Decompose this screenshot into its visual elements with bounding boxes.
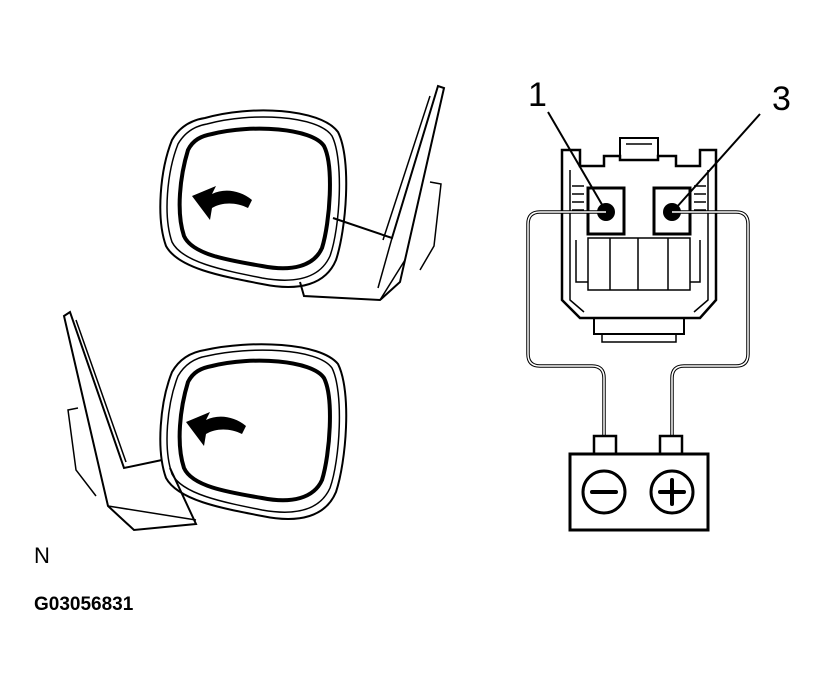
side-label: N [34, 543, 50, 568]
upper-mirror-glass [177, 126, 332, 271]
battery-terminal-positive [658, 434, 684, 456]
lower-mirror-housing [159, 343, 348, 520]
lower-mirror-arm [62, 310, 198, 532]
battery [568, 434, 710, 532]
battery-terminal-negative [592, 434, 618, 456]
leader-line-pin-1 [547, 111, 605, 209]
curved-arrow-icon [192, 186, 252, 220]
leader-line-pin-3 [675, 113, 761, 209]
figure-code: G03056831 [34, 594, 134, 615]
pin-label-1: 1 [528, 76, 547, 114]
connector-body [560, 148, 718, 320]
upper-mirror-arm [299, 84, 446, 302]
upper-mirror [159, 84, 446, 302]
upper-mirror-housing [159, 109, 348, 288]
lower-mirror-glass [177, 358, 332, 503]
curved-arrow-icon [186, 412, 246, 446]
lower-mirror [62, 310, 348, 532]
pin-label-3: 3 [772, 80, 791, 118]
mirror-connector [560, 137, 718, 343]
